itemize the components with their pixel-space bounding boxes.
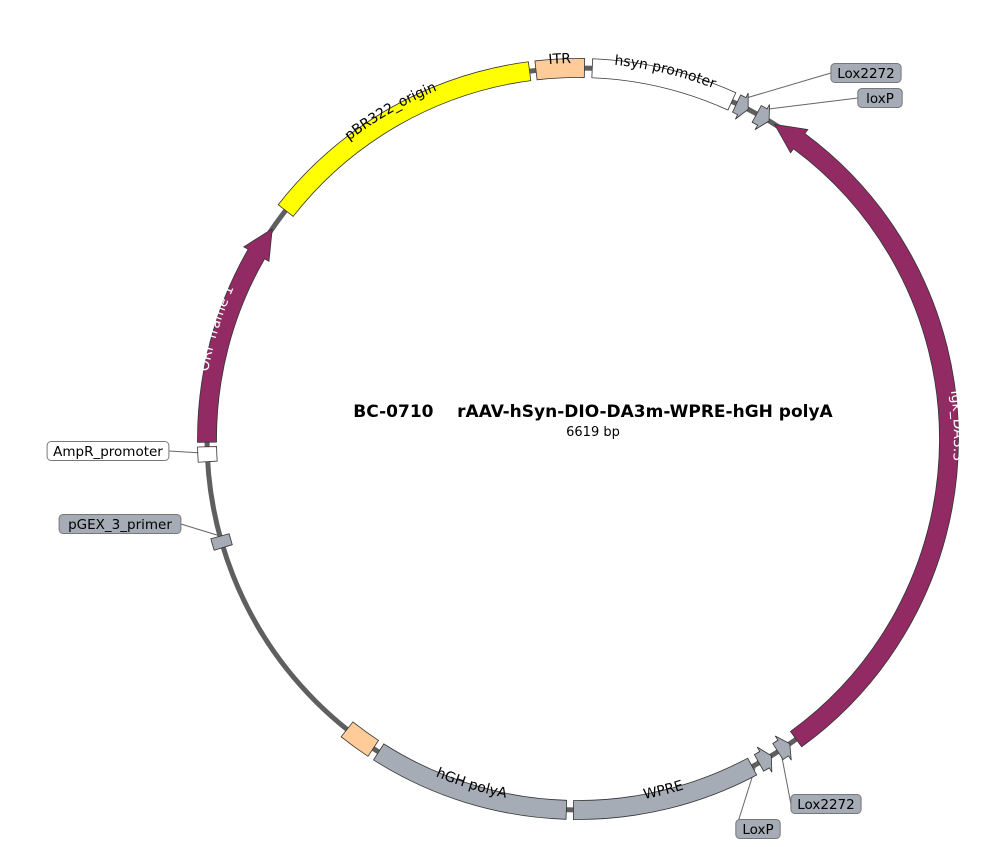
callout-leader-layer <box>168 72 858 830</box>
callout-label-loxp-bot: LoxP <box>742 822 773 838</box>
feature-igk[interactable] <box>773 123 959 748</box>
feature-lox2272-top[interactable] <box>731 92 749 120</box>
callout-box-lox2272-bot[interactable] <box>790 794 862 814</box>
callout-label-ampr: AmpR_promoter <box>53 444 163 460</box>
callout-box-ampr[interactable] <box>46 441 170 461</box>
feature-label-igk: Igk_DA3.3 <box>947 389 966 461</box>
feature-label-itr-top: ITR <box>548 51 572 68</box>
leader-loxp-bot <box>735 750 761 830</box>
callout-box-loxp-bot[interactable] <box>735 819 781 839</box>
feature-wpre[interactable] <box>572 757 758 820</box>
feature-loxp-top[interactable] <box>751 104 770 130</box>
feature-pbr322[interactable] <box>277 61 532 217</box>
callout-box-pgex[interactable] <box>58 514 182 534</box>
feature-ampr[interactable] <box>197 446 218 463</box>
feature-pgex[interactable] <box>210 533 233 551</box>
callout-box-loxp-top[interactable] <box>857 88 903 108</box>
callout-label-lox2272-top: Lox2272 <box>837 66 894 82</box>
plasmid-title: BC-0710 rAAV-hSyn-DIO-DA3m-WPRE-hGH poly… <box>353 402 833 422</box>
feature-loxp-bot[interactable] <box>753 746 773 773</box>
feature-hsyn[interactable] <box>591 58 737 111</box>
plasmid-length: 6619 bp <box>566 425 620 440</box>
leader-loxp-top <box>767 97 858 110</box>
callout-label-loxp-top: loxP <box>866 91 894 107</box>
feature-lox2272-bot[interactable] <box>772 735 792 761</box>
feature-itr-bot[interactable] <box>340 721 380 757</box>
feature-hgh[interactable] <box>373 743 568 820</box>
callout-label-pgex: pGEX_3_primer <box>68 517 172 533</box>
callout-box-lox2272-top[interactable] <box>830 63 902 83</box>
leader-lox2272-top <box>746 72 832 99</box>
callout-label-lox2272-bot: Lox2272 <box>797 797 854 813</box>
feature-orf1[interactable] <box>197 228 273 443</box>
feature-itr-top[interactable] <box>534 58 586 81</box>
